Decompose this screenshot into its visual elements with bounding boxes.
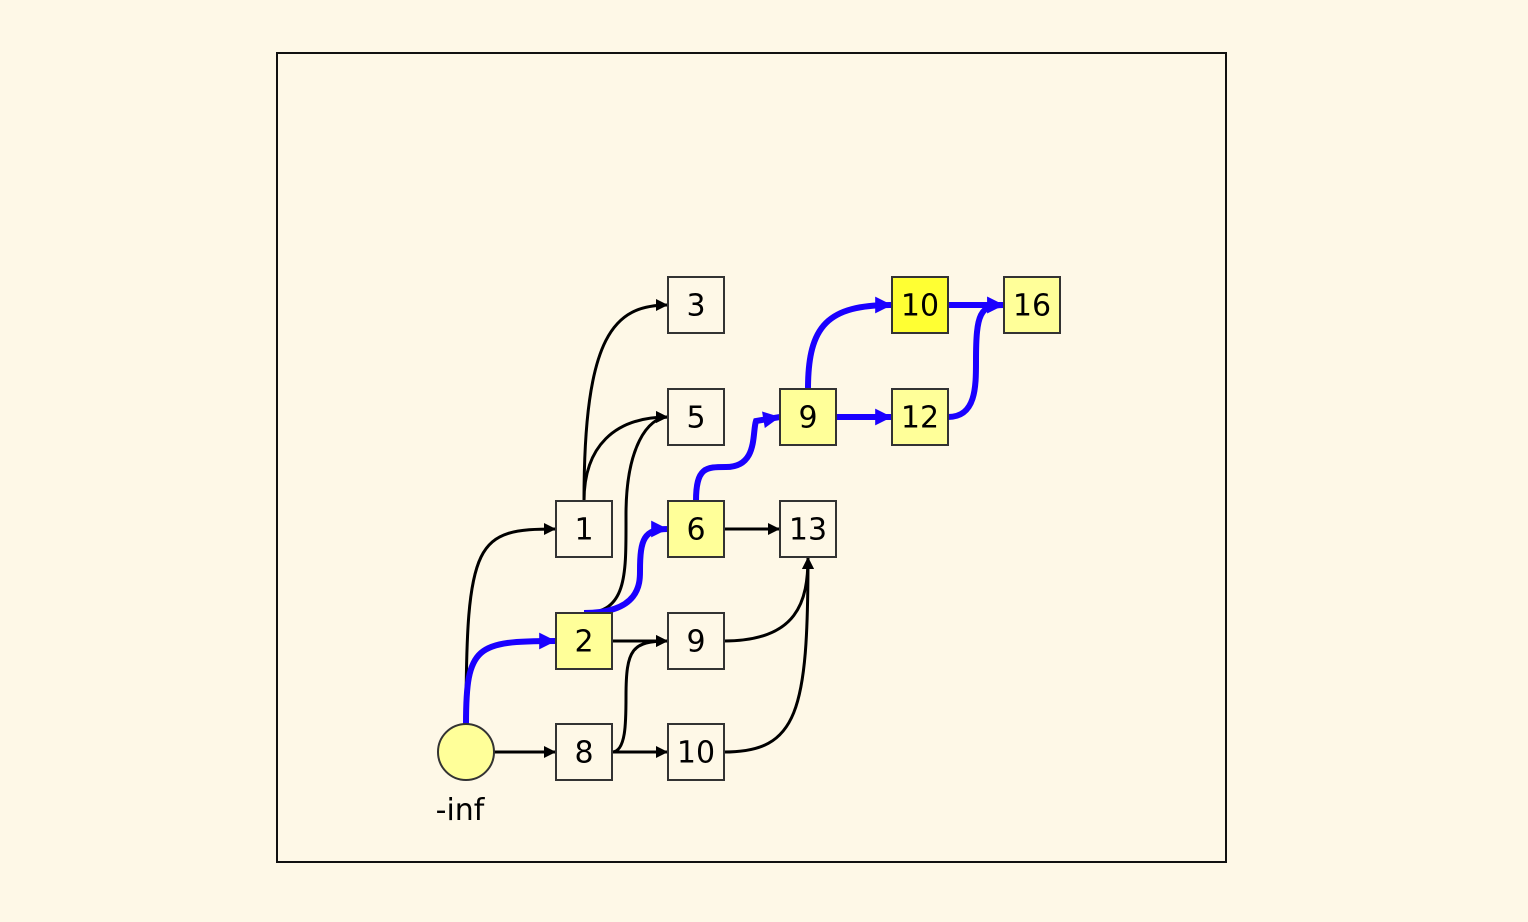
node-n10b[interactable]: 10: [667, 723, 725, 781]
node-label: 10: [677, 736, 715, 771]
highlighted-edge-n9a-to-n10a: [805, 296, 893, 390]
edge-n9b-to-n13: [723, 556, 814, 643]
highlighted-edge-n6-to-n9a: [693, 411, 781, 502]
node-box: [667, 276, 725, 334]
node-n13[interactable]: 13: [779, 500, 837, 558]
node-box: [891, 388, 949, 446]
node-box: [555, 612, 613, 670]
root-node[interactable]: -inf: [436, 723, 495, 828]
node-label: 9: [798, 401, 817, 436]
node-label: 13: [789, 513, 827, 548]
highlighted-edge-root-to-n2: [463, 632, 557, 725]
node-label: 9: [686, 625, 705, 660]
node-n10a[interactable]: 10: [891, 276, 949, 334]
node-box: [779, 388, 837, 446]
node-label: 6: [686, 513, 705, 548]
edge-n1-to-n3: [582, 299, 669, 502]
node-n9a[interactable]: 9: [779, 388, 837, 446]
edge-n2-to-n5: [583, 411, 669, 615]
edge-n10b-to-n13: [723, 556, 814, 754]
node-box: [667, 612, 725, 670]
edge-n1-to-n5: [582, 411, 669, 502]
node-n8[interactable]: 8: [555, 723, 613, 781]
edges-layer: [463, 296, 1005, 758]
node-box: [667, 500, 725, 558]
node-label: 8: [574, 736, 593, 771]
node-n1[interactable]: 1: [555, 500, 613, 558]
node-n5[interactable]: 5: [667, 388, 725, 446]
node-n3[interactable]: 3: [667, 276, 725, 334]
edge-root-to-n1: [464, 523, 557, 725]
node-box: [667, 723, 725, 781]
node-box: [667, 388, 725, 446]
edge-n8-to-n9b: [611, 635, 669, 754]
node-label: 1: [574, 513, 593, 548]
root-node-label: -inf: [436, 793, 486, 828]
node-n9b[interactable]: 9: [667, 612, 725, 670]
node-label: 3: [686, 289, 705, 324]
node-label: 12: [901, 401, 939, 436]
node-label: 2: [574, 625, 593, 660]
node-box: [555, 723, 613, 781]
highlighted-edge-n12-to-n16: [947, 296, 1005, 420]
node-label: 16: [1013, 289, 1051, 324]
diagram-frame: [276, 52, 1227, 863]
highlighted-edge-n2-to-n6: [583, 520, 669, 616]
root-node-circle: [437, 723, 495, 781]
node-n16[interactable]: 16: [1003, 276, 1061, 334]
node-n6[interactable]: 6: [667, 500, 725, 558]
node-box: [555, 500, 613, 558]
node-label: 10: [901, 289, 939, 324]
node-n12[interactable]: 12: [891, 388, 949, 446]
node-n2[interactable]: 2: [555, 612, 613, 670]
node-box: [891, 276, 949, 334]
node-label: 5: [686, 401, 705, 436]
node-box: [779, 500, 837, 558]
node-box: [1003, 276, 1061, 334]
